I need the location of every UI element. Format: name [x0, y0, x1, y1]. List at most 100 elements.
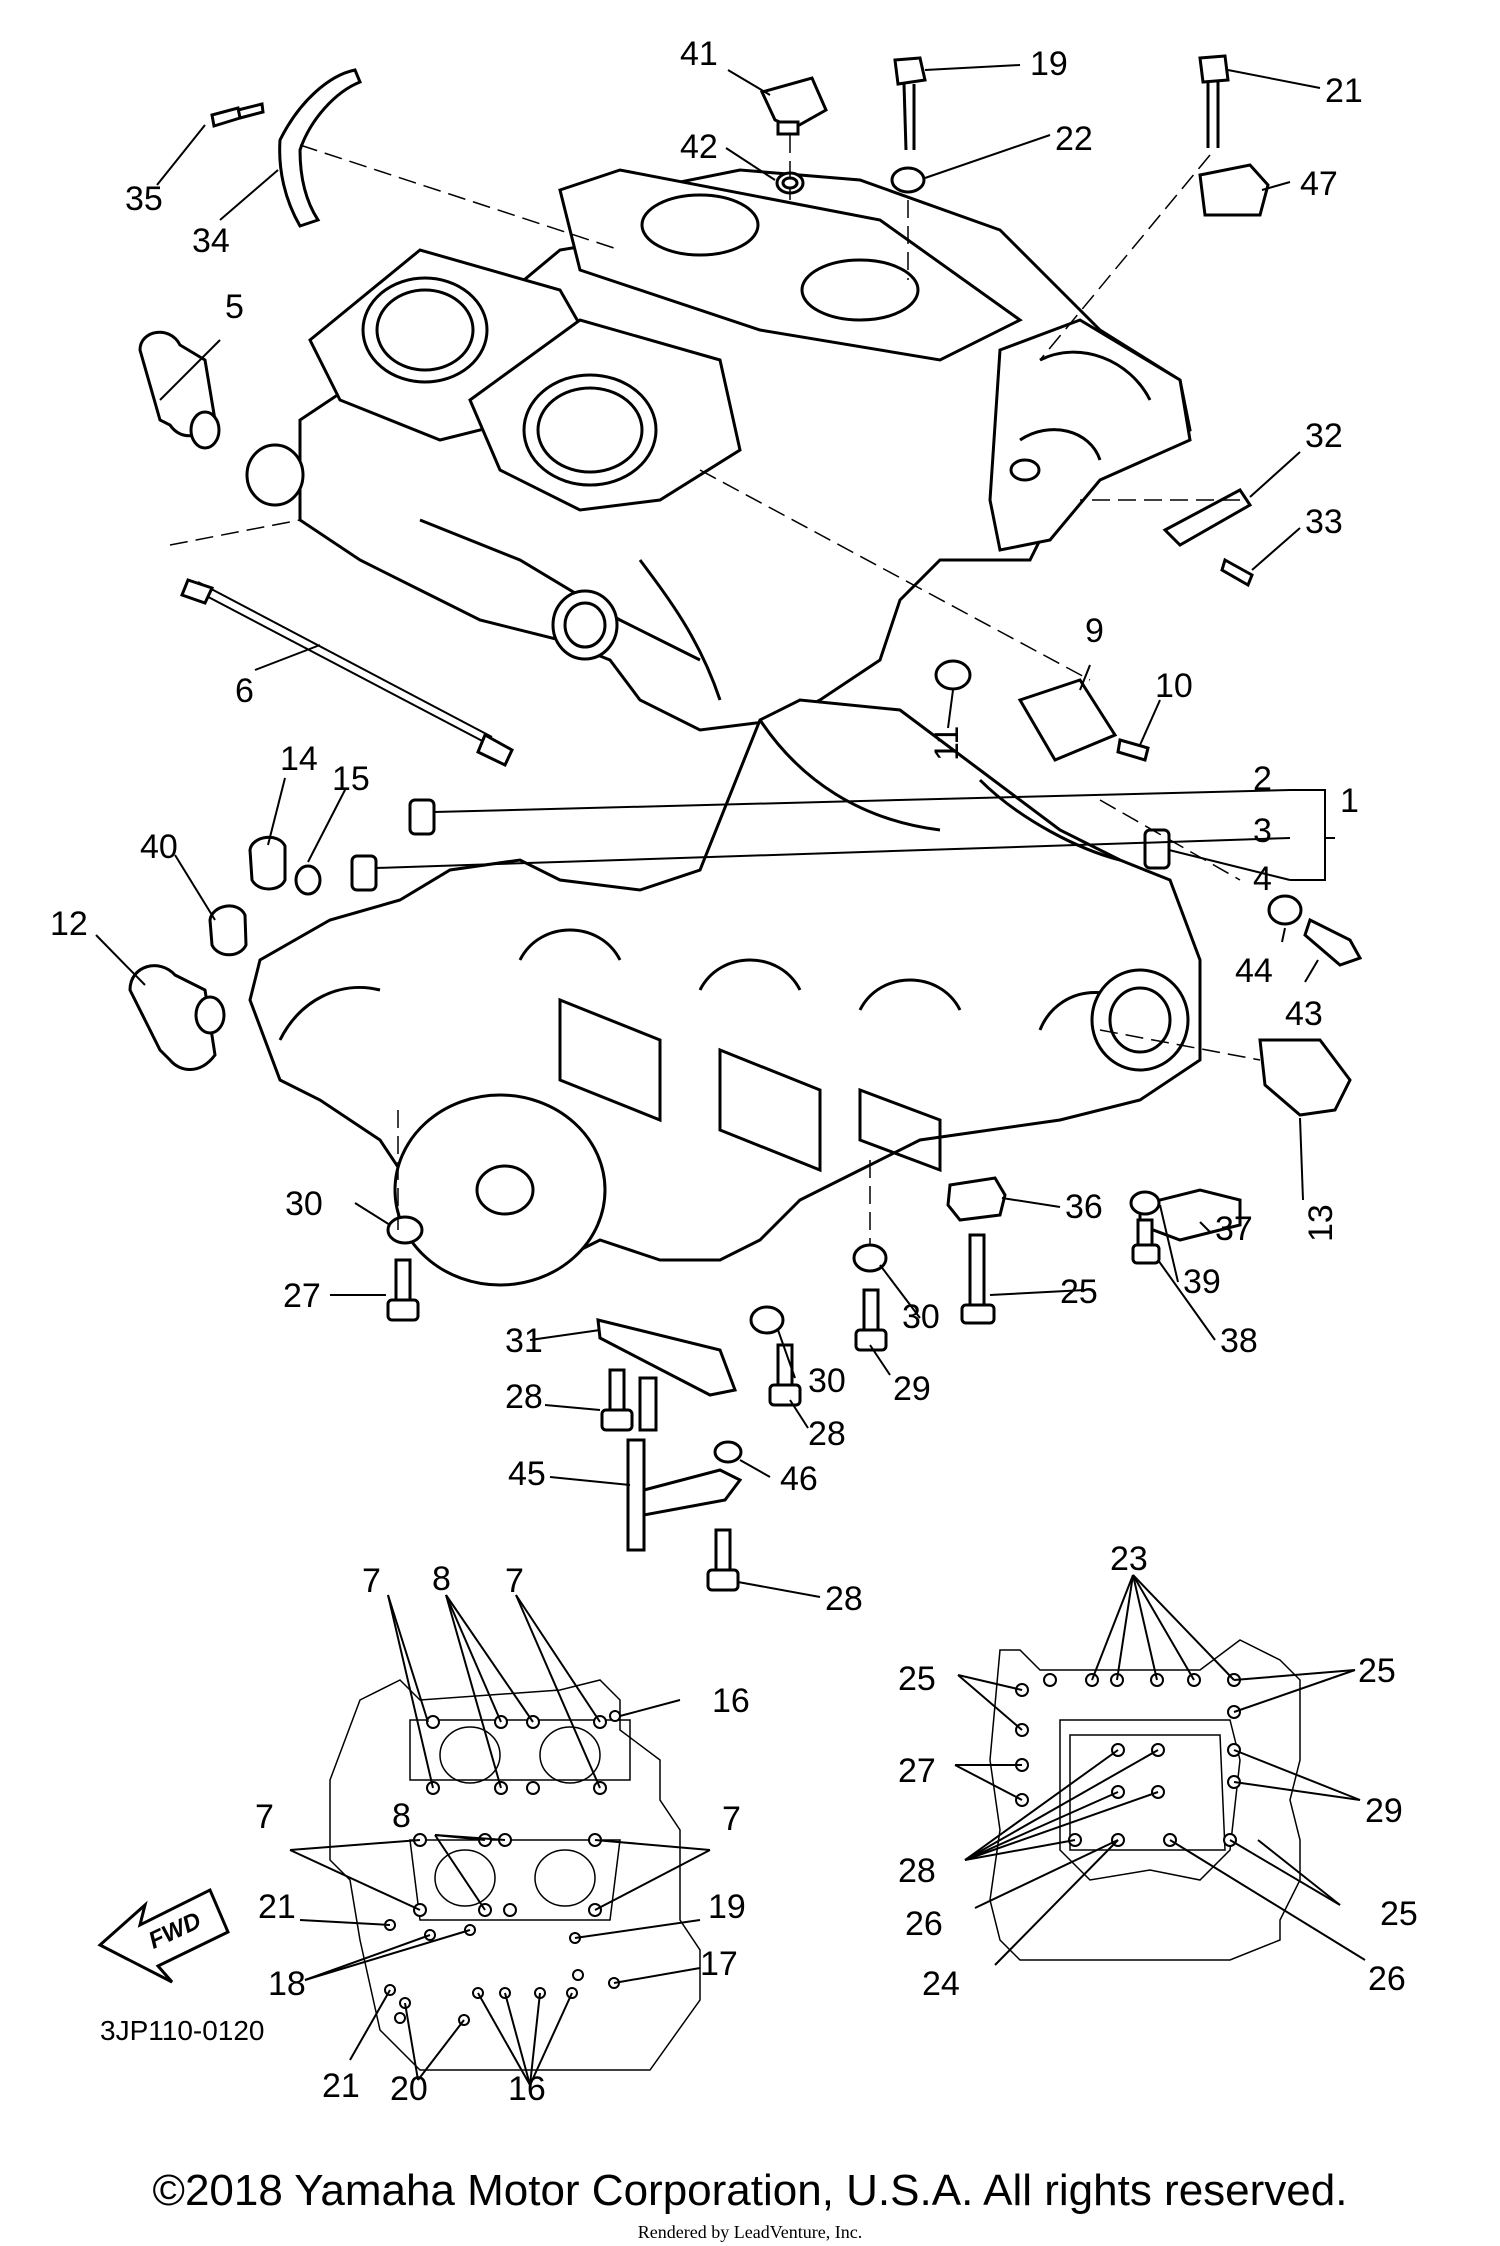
- callout-19a: 19: [1030, 45, 1068, 83]
- callout-19b: 19: [708, 1888, 746, 1926]
- plate-31: [596, 1318, 738, 1397]
- bolt-28b: [608, 1368, 626, 1412]
- callout-33: 33: [1305, 503, 1343, 541]
- plug-40: [208, 904, 248, 957]
- callout-43: 43: [1285, 995, 1323, 1033]
- bolt-25: [968, 1233, 986, 1307]
- rod-6: [194, 589, 491, 746]
- callout-labels: 35 34 5 6 41 42 19 22 21 47 32 33 9 10 1…: [50, 35, 1418, 2108]
- callout-25a: 25: [1060, 1273, 1098, 1311]
- callout-38: 38: [1220, 1322, 1258, 1360]
- callout-21a: 21: [1325, 72, 1363, 110]
- callout-4: 4: [1253, 860, 1272, 898]
- diagram-code: 3JP110-0120: [100, 2015, 265, 2046]
- callout-21c: 21: [322, 2067, 360, 2105]
- callout-8b: 8: [392, 1797, 411, 1835]
- small-parts: [128, 54, 1363, 1592]
- callout-6: 6: [235, 672, 254, 710]
- callout-7d: 7: [722, 1800, 741, 1838]
- callout-8a: 8: [432, 1560, 451, 1598]
- washer-30a: [386, 1215, 424, 1245]
- callout-22: 22: [1055, 120, 1093, 158]
- callout-5: 5: [225, 288, 244, 326]
- dowel-4: [1143, 828, 1171, 870]
- bolt-29: [862, 1288, 880, 1332]
- callout-35: 35: [125, 180, 163, 218]
- bolt-28c: [714, 1528, 732, 1572]
- upper-crankcase: [245, 168, 1192, 732]
- callout-25c: 25: [1358, 1652, 1396, 1690]
- bracket-32: [1162, 488, 1253, 547]
- callout-17: 17: [700, 1945, 738, 1983]
- cap-41: [759, 76, 828, 130]
- callout-1: 1: [1340, 782, 1359, 820]
- callout-46: 46: [780, 1460, 818, 1498]
- leader-lines: [95, 64, 1335, 1598]
- callout-42: 42: [680, 128, 718, 166]
- callout-7a: 7: [362, 1562, 381, 1600]
- callout-7c: 7: [255, 1798, 274, 1836]
- bolt-21: [1198, 54, 1230, 84]
- bolt-43: [1303, 917, 1363, 967]
- callout-30a: 30: [285, 1185, 323, 1223]
- callout-34: 34: [192, 222, 230, 260]
- rendered-by-credit: Rendered by LeadVenture, Inc.: [637, 2222, 863, 2242]
- lower-crankcase: [248, 698, 1202, 1287]
- plug-5: [138, 330, 217, 438]
- oring-15: [294, 864, 322, 896]
- callout-15: 15: [332, 760, 370, 798]
- plug-11: [934, 659, 972, 691]
- dowel-3: [350, 854, 378, 892]
- bolt-38: [1136, 1218, 1154, 1247]
- clip-36: [946, 1176, 1007, 1222]
- callout-18: 18: [268, 1965, 306, 2003]
- screw-33: [1220, 557, 1254, 588]
- callout-28a: 28: [505, 1378, 543, 1416]
- callout-3: 3: [1253, 812, 1272, 850]
- callout-13: 13: [1302, 1204, 1340, 1242]
- lower-case-bolt-pattern: [954, 1574, 1366, 1966]
- callout-9: 9: [1085, 612, 1104, 650]
- callout-30c: 30: [808, 1362, 846, 1400]
- callout-11: 11: [928, 726, 966, 761]
- callout-40: 40: [140, 828, 178, 866]
- callout-28b: 28: [808, 1415, 846, 1453]
- callout-2: 2: [1253, 760, 1272, 798]
- callout-30b: 30: [902, 1298, 940, 1336]
- callout-21b: 21: [258, 1888, 296, 1926]
- fwd-arrow-icon: FWD: [97, 1887, 230, 1984]
- callout-27a: 27: [283, 1277, 321, 1315]
- dowel-2: [408, 798, 436, 836]
- callout-20: 20: [390, 2070, 428, 2108]
- screw-10: [1116, 738, 1150, 762]
- washer-30c: [749, 1305, 785, 1335]
- callout-10: 10: [1155, 667, 1193, 705]
- screw-35: [210, 102, 265, 128]
- callout-26b: 26: [1368, 1960, 1406, 1998]
- callout-27b: 27: [898, 1752, 936, 1790]
- bracket-34: [278, 68, 362, 228]
- callout-16b: 16: [508, 2070, 546, 2108]
- callout-25b: 25: [898, 1660, 936, 1698]
- callout-25d: 25: [1380, 1895, 1418, 1933]
- washer-39: [1129, 1190, 1161, 1216]
- bolt-27: [394, 1258, 412, 1302]
- plug-13: [1258, 1038, 1352, 1117]
- callout-23: 23: [1110, 1540, 1148, 1578]
- copyright-notice: ©2018 Yamaha Motor Corporation, U.S.A. A…: [152, 2166, 1348, 2215]
- callout-14: 14: [280, 740, 318, 778]
- callout-29b: 29: [1365, 1792, 1403, 1830]
- plug-14: [248, 835, 287, 891]
- callout-44: 44: [1235, 952, 1273, 990]
- callout-39: 39: [1183, 1263, 1221, 1301]
- callout-28c: 28: [825, 1580, 863, 1618]
- callout-12: 12: [50, 905, 88, 943]
- washer-44: [1267, 894, 1303, 926]
- callout-7b: 7: [505, 1562, 524, 1600]
- callout-16a: 16: [712, 1682, 750, 1720]
- callout-29a: 29: [893, 1370, 931, 1408]
- callout-31: 31: [505, 1322, 543, 1360]
- callout-28d: 28: [898, 1852, 936, 1890]
- callout-26a: 26: [905, 1905, 943, 1943]
